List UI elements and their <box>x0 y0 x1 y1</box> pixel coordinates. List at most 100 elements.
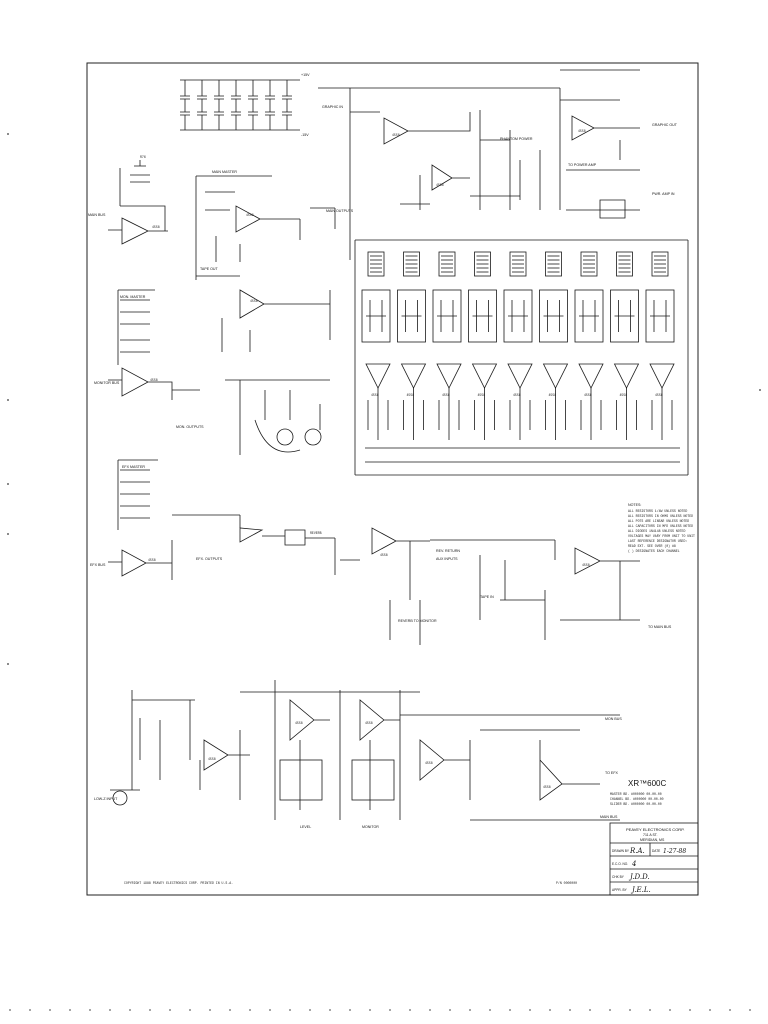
eq-band-ic: 4558 <box>371 393 379 397</box>
eq-bus-lines <box>354 239 689 476</box>
main-master-label: MAIN MASTER <box>212 170 237 174</box>
eq-band-4: 4558 <box>468 251 498 440</box>
drawn-by-label: DRAWN BY <box>612 849 630 853</box>
title-block <box>609 822 699 896</box>
notes-line-5: ALL DIODES 1N4148 UNLESS NOTED <box>628 529 685 533</box>
svg-text:4558: 4558 <box>380 553 388 557</box>
graphic-out-section: 4558 <box>559 69 640 219</box>
led-driver-transistors <box>225 379 330 455</box>
svg-text:4558: 4558 <box>392 133 400 137</box>
svg-text:4558: 4558 <box>208 757 216 761</box>
eq-band-ic: 4558 <box>584 393 592 397</box>
svg-text:REVERB: REVERB <box>310 531 322 535</box>
minus15-label: -15V <box>301 133 309 137</box>
eq-band-ic: 4558 <box>478 393 486 397</box>
efx-master-label: EFX MASTER <box>122 465 145 469</box>
notes-title: NOTES: <box>628 503 641 507</box>
eq-band-1: 4558 <box>361 251 391 440</box>
assembly-line-3: SLIDER BD. #000000 00-00-00 <box>610 802 662 806</box>
svg-text:4558: 4558 <box>295 721 303 725</box>
mon-bus-label: MON BUS <box>605 717 622 721</box>
svg-text:4558: 4558 <box>246 213 254 217</box>
eq-band-8: 4558 <box>610 251 640 440</box>
main-bus-send-label: MAIN BUS <box>600 815 618 819</box>
eq-band-ic: 4558 <box>513 393 521 397</box>
drawn-by-value: R.A. <box>629 847 645 855</box>
company-address-2: MERIDIAN, MS <box>640 838 665 842</box>
level-label: LEVEL <box>300 825 311 829</box>
part-number: P/N 0000000 <box>556 881 577 885</box>
svg-text:4558: 4558 <box>582 563 590 567</box>
notes-line-3: ALL POTS ARE LINEAR UNLESS NOTED <box>628 519 689 523</box>
appr-value: J.E.L. <box>630 886 651 894</box>
chk-value: J.D.D. <box>628 873 650 881</box>
eco-value: 4 <box>631 860 636 868</box>
main-master-section: 4558 <box>195 175 336 280</box>
svg-text:4558: 4558 <box>365 721 373 725</box>
notes-line-7: LAST REFERENCE DESIGNATOR USED: <box>628 539 687 543</box>
assembly-line-1: MASTER BD. #000000 00-00-00 <box>610 792 662 796</box>
eq-band-ic: 4558 <box>407 393 415 397</box>
svg-text:4558: 4558 <box>578 129 586 133</box>
tape-out-label: TAPE OUT <box>200 267 219 271</box>
tape-in-label: TAPE IN <box>480 595 494 599</box>
notes-line-1: ALL RESISTORS 1/4W UNLESS NOTED <box>628 509 687 513</box>
svg-text:4558: 4558 <box>436 183 444 187</box>
main-outputs-label: MAIN OUTPUTS <box>326 209 354 213</box>
tape-out-amp: 4558 <box>196 275 331 352</box>
eq-band-2: 4558 <box>397 251 427 440</box>
svg-text:4558: 4558 <box>250 299 258 303</box>
plus15-label: +15V <box>301 73 310 77</box>
phantom-power-section <box>470 110 541 210</box>
decoupling-caps <box>180 79 300 131</box>
graphic-eq-bands: 4558 4558 4558 4558 4558 4558 4558 4558 4558 <box>361 251 675 440</box>
scan-marks <box>7 133 761 665</box>
company-address-1: 711 A ST. <box>643 833 658 837</box>
model-name: XR™600C <box>628 779 666 788</box>
notes-line-2: ALL RESISTORS IN OHMS UNLESS NOTED <box>628 514 693 518</box>
reverb-to-monitor-label: REVERB TO MONITOR <box>398 619 437 623</box>
svg-text:4558: 4558 <box>148 558 156 562</box>
copyright-line: COPYRIGHT 1988 PEAVEY ELECTRONICS CORP. … <box>124 881 233 885</box>
eq-band-ic: 4558 <box>442 393 450 397</box>
power-amp-in-label: PWR. AMP IN <box>652 192 675 196</box>
eq-band-6: 4558 <box>539 251 569 440</box>
graphic-in-section: 4558 4558 <box>318 87 560 260</box>
graphic-in-label: GRAPHIC IN <box>322 105 343 109</box>
svg-text:4558: 4558 <box>425 761 433 765</box>
efx-master-section: 4558 <box>108 459 241 580</box>
channel-input-section: 4558 <box>110 690 250 806</box>
bottom-dots <box>9 1009 751 1011</box>
assembly-line-2: CHANNEL BD. #000000 00-00-00 <box>610 797 664 801</box>
reverb-path: REVERB 4558 <box>239 527 430 645</box>
monitor-label: MONITOR <box>362 825 379 829</box>
eq-band-ic: 4558 <box>655 393 663 397</box>
eq-band-ic: 4558 <box>620 393 628 397</box>
aux-inputs-label: AUX INPUTS <box>436 557 458 561</box>
notes-block: NOTES: ALL RESISTORS 1/4W UNLESS NOTED A… <box>628 503 695 553</box>
date-label: DATE <box>652 849 660 853</box>
efx-outputs-label: EFX. OUTPUTS <box>196 557 223 561</box>
channel-eq-section: 4558 4558 <box>240 680 420 820</box>
monitor-master-label: MON. MASTER <box>120 295 146 299</box>
appr-label: APPR. BY <box>612 888 628 892</box>
page-border <box>86 62 699 896</box>
notes-line-8: READ EXT. SEE OVER (0) #8 <box>628 544 676 548</box>
efx-send-label: TO EFX <box>605 771 619 775</box>
efx-bus-label: EFX BUS <box>90 563 106 567</box>
rev-return-label: REV. RETURN <box>436 549 460 553</box>
svg-text:4558: 4558 <box>152 225 160 229</box>
company-name: PEAVEY ELECTRONICS CORP. <box>626 827 684 832</box>
eco-label: E.C.O. NO. <box>612 862 628 866</box>
notes-line-6: VOLTAGES MAY VARY FROM UNIT TO UNIT <box>628 534 695 538</box>
to-main-bus-label: TO MAIN BUS <box>648 625 672 629</box>
to-power-amp-label: TO POWER AMP <box>568 163 597 167</box>
phantom-power-label: PHANTOM POWER <box>500 137 533 141</box>
svg-text:R76: R76 <box>140 155 146 159</box>
notes-line-4: ALL CAPACITORS IN MFD UNLESS NOTED <box>628 524 693 528</box>
monitor-outputs-label: MON. OUTPUTS <box>176 425 204 429</box>
graphic-out-label: GRAPHIC OUT <box>652 123 678 127</box>
eq-band-3: 4558 <box>432 251 462 440</box>
chk-label: CHK BY <box>612 875 625 879</box>
